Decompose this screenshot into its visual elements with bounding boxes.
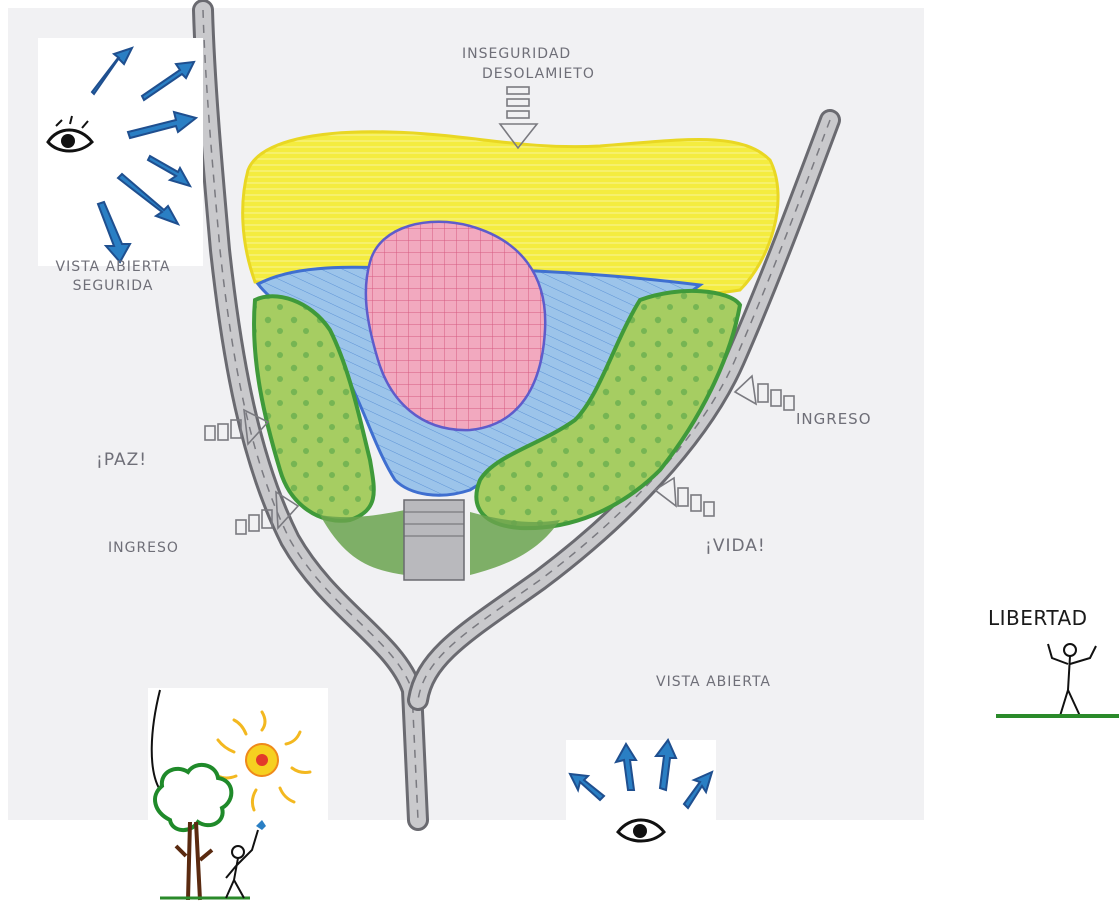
label-libertad: LIBERTAD <box>988 606 1088 630</box>
label-segurida-line2: SEGURIDA <box>28 277 198 296</box>
label-vista-abierta-segurida: VISTA ABIERTA SEGURIDA <box>28 258 198 296</box>
label-ingreso-right: INGRESO <box>796 410 872 428</box>
label-vista-abierta-bottom: VISTA ABIERTA <box>656 674 771 690</box>
label-vista-abierta-line1: VISTA ABIERTA <box>28 258 198 277</box>
label-desolamieto: DESOLAMIETO <box>482 66 595 82</box>
label-vida: ¡VIDA! <box>705 536 766 556</box>
label-ingreso-left: INGRESO <box>108 540 179 556</box>
label-inseguridad: INSEGURIDAD <box>462 46 571 62</box>
label-paz: ¡PAZ! <box>96 450 147 470</box>
